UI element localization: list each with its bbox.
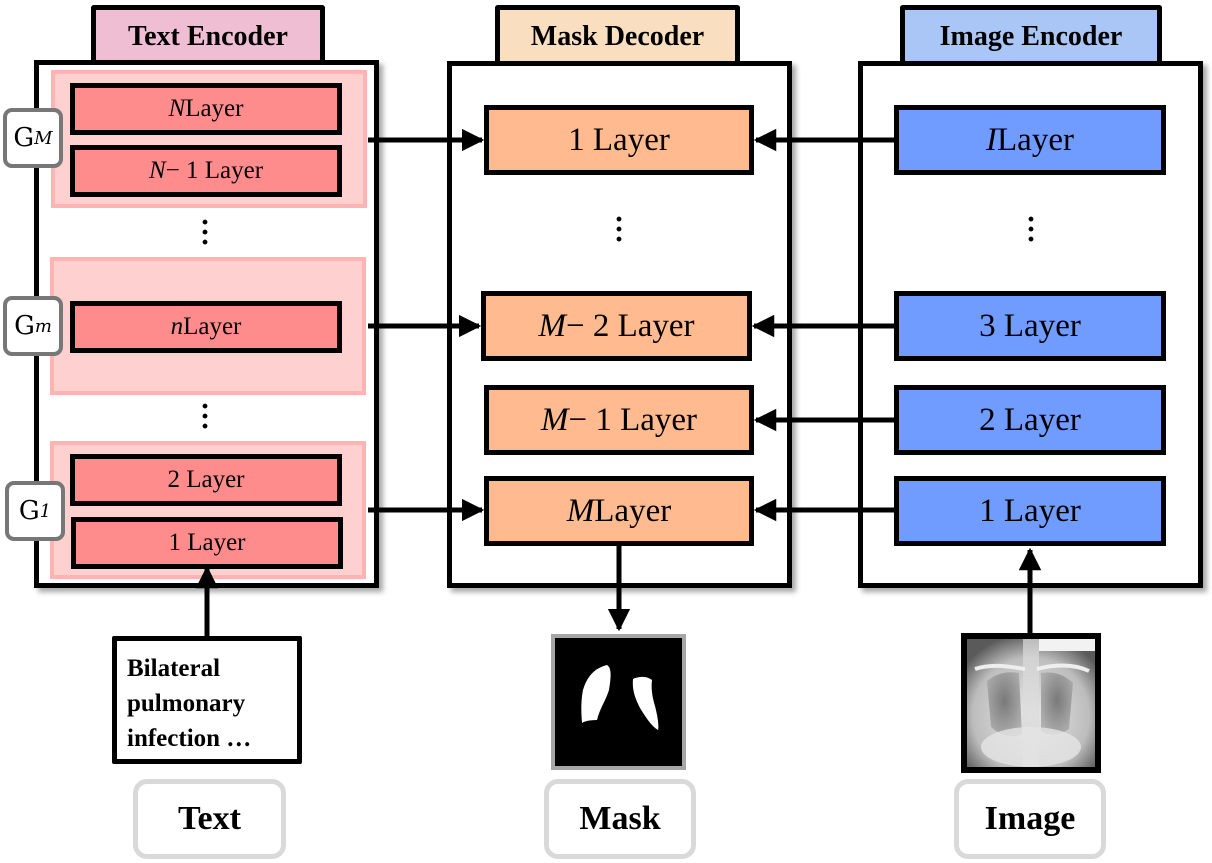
image-caption-label: Image xyxy=(984,800,1076,837)
text-ellipsis-1: ··· xyxy=(199,206,210,259)
image-ellipsis: ··· xyxy=(1025,203,1036,256)
text-input-line-3: infection … xyxy=(127,725,252,752)
text-layer-n-minus-1: N − 1 Layer xyxy=(70,145,342,197)
image-encoder-tab: Image Encoder xyxy=(900,5,1162,63)
image-caption: Image xyxy=(954,779,1106,859)
right-lung-shape xyxy=(632,676,659,730)
text-input-line-1: Bilateral xyxy=(127,655,221,682)
image-layer-i: I Layer xyxy=(894,105,1166,175)
mask-layer-1: 1 Layer xyxy=(484,105,754,175)
xray-left-lung xyxy=(987,672,1022,737)
lung-mask-icon xyxy=(581,665,659,730)
badge-subscript: M xyxy=(34,127,53,149)
mask-layer-m: M Layer xyxy=(484,476,754,546)
layer-label: Layer xyxy=(594,492,672,529)
text-encoder-title: Text Encoder xyxy=(128,20,288,52)
layer-label: 3 Layer xyxy=(979,307,1081,344)
layer-var: M xyxy=(566,492,595,529)
mask-decoder-title: Mask Decoder xyxy=(530,20,705,52)
mask-caption: Mask xyxy=(544,779,696,859)
layer-label: − 1 Layer xyxy=(568,401,698,438)
image-encoder-title: Image Encoder xyxy=(939,20,1123,52)
layer-var: M xyxy=(540,401,569,438)
xray-right-lung xyxy=(1041,672,1073,735)
layer-var: N xyxy=(168,95,186,122)
mask-caption-label: Mask xyxy=(579,800,661,837)
text-layer-small-n: n Layer xyxy=(70,301,342,353)
image-layer-1: 1 Layer xyxy=(894,476,1166,546)
text-encoder-tab: Text Encoder xyxy=(91,5,325,63)
xray-clavicles xyxy=(974,663,1090,673)
mask-ellipsis: ··· xyxy=(613,203,624,256)
xray-marker xyxy=(1039,639,1095,651)
text-layer-2: 2 Layer xyxy=(70,454,342,506)
layer-label: Layer xyxy=(185,95,244,122)
layer-label: Layer xyxy=(183,313,242,340)
badge-subscript: m xyxy=(34,315,52,337)
mask-layer-m-minus-2: M − 2 Layer xyxy=(481,291,752,361)
layer-label: 1 Layer xyxy=(979,492,1081,529)
xray-abdomen xyxy=(981,727,1081,767)
layer-var: n xyxy=(170,313,184,340)
layer-label: 1 Layer xyxy=(168,529,246,556)
left-lung-shape xyxy=(581,665,611,723)
layer-label: 2 Layer xyxy=(167,466,245,493)
image-layer-3: 3 Layer xyxy=(894,291,1166,361)
mask-image xyxy=(551,634,686,770)
text-input-box: Bilateral pulmonary infection … xyxy=(112,636,302,764)
layer-var: I xyxy=(986,121,998,158)
mask-decoder-tab: Mask Decoder xyxy=(495,5,740,63)
layer-var: N xyxy=(148,157,166,184)
badge-letter: G xyxy=(14,311,35,341)
badge-letter: G xyxy=(13,123,35,153)
text-input-line-2: pulmonary xyxy=(127,690,246,717)
layer-label: 2 Layer xyxy=(979,401,1081,438)
text-caption-label: Text xyxy=(178,800,241,837)
badge-letter: G xyxy=(18,496,40,526)
text-caption: Text xyxy=(133,779,286,859)
layer-var: M xyxy=(538,307,566,344)
badge-subscript: 1 xyxy=(39,500,52,522)
image-layer-2: 2 Layer xyxy=(894,385,1166,455)
xray-image xyxy=(961,633,1101,773)
text-layer-n: N Layer xyxy=(70,83,342,135)
layer-label: − 1 Layer xyxy=(165,157,264,184)
layer-label: 1 Layer xyxy=(568,121,670,158)
text-ellipsis-2: ··· xyxy=(199,390,210,443)
layer-label: − 2 Layer xyxy=(565,307,695,344)
layer-label: Layer xyxy=(997,121,1074,158)
chest-xray-icon xyxy=(967,639,1095,767)
mask-layer-m-minus-1: M − 1 Layer xyxy=(484,385,754,455)
